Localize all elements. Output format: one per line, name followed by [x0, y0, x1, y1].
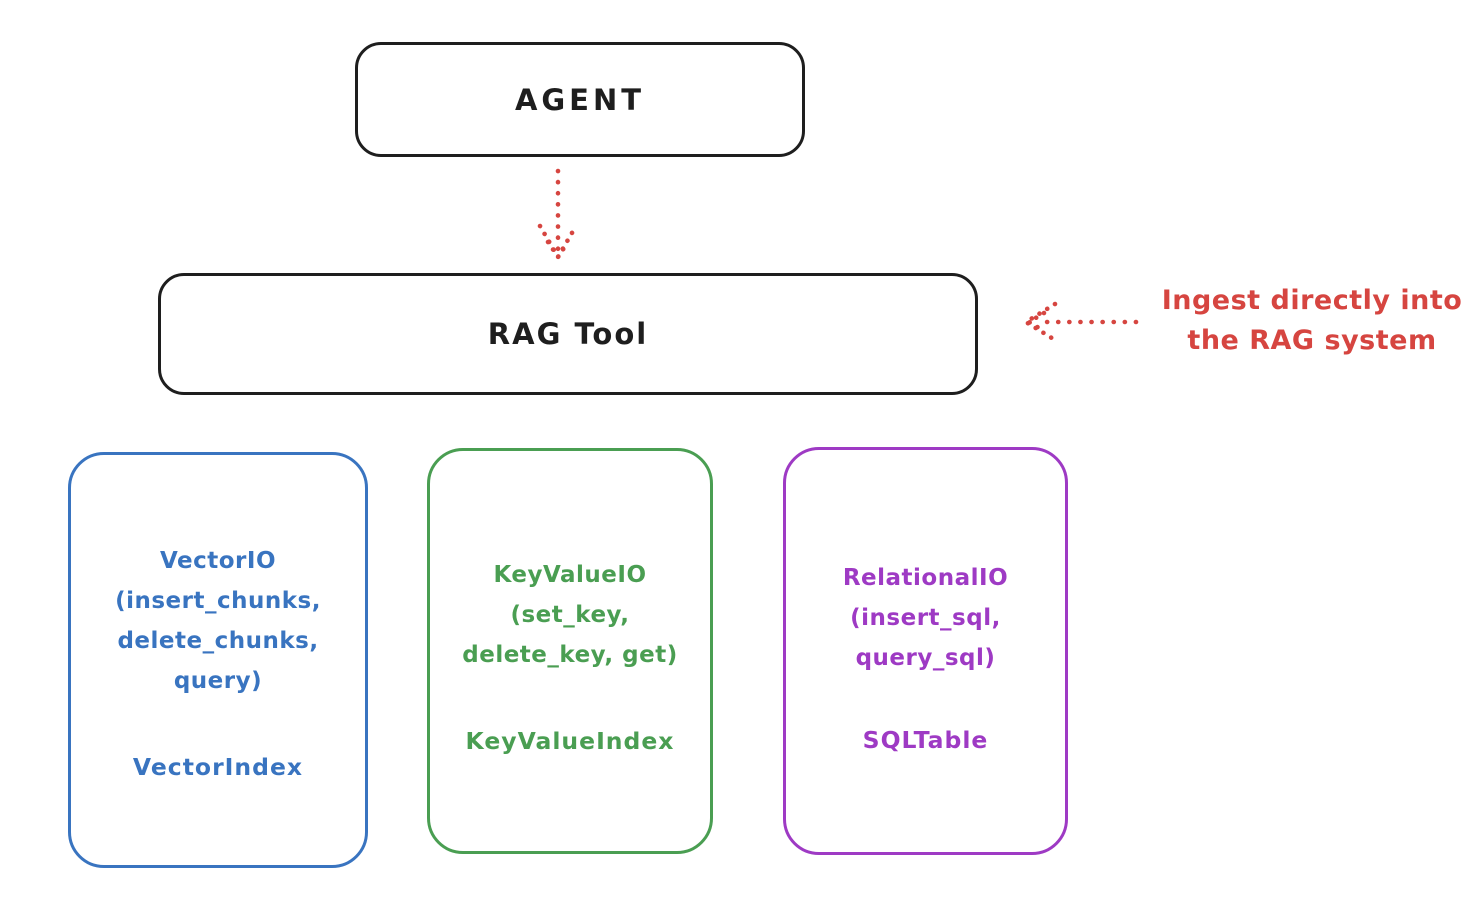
vector-index-label: VectorIndex	[132, 753, 304, 781]
key-value-index-label: KeyValueIndex	[465, 727, 675, 755]
sql-table-label: SQLTable	[862, 726, 989, 754]
relational-io-box: RelationalIO (insert_sql, query_sql) SQL…	[783, 447, 1068, 855]
key-value-io-title-line: delete_key, get)	[462, 642, 678, 668]
agent-node: AGENT	[355, 42, 805, 157]
relational-io-title-line: RelationalIO	[842, 565, 1009, 591]
vector-io-box: VectorIO (insert_chunks, delete_chunks, …	[68, 452, 368, 868]
vector-io-title-line: VectorIO	[159, 548, 277, 574]
vector-io-title-line: (insert_chunks,	[115, 588, 321, 614]
rag-tool-node: RAG Tool	[158, 273, 978, 395]
agent-to-ragtool-arrowhead-icon	[537, 223, 579, 260]
ingest-annotation: Ingest directly into the RAG system	[1140, 281, 1484, 361]
vector-io-title: VectorIO (insert_chunks, delete_chunks, …	[71, 541, 365, 701]
key-value-io-title-line: KeyValueIO	[493, 562, 647, 588]
rag-tool-label: RAG Tool	[487, 317, 649, 351]
ingest-arrowhead-inner-icon	[1026, 310, 1047, 334]
relational-io-title: RelationalIO (insert_sql, query_sql)	[786, 558, 1065, 678]
ingest-arrowhead-icon	[1023, 301, 1058, 343]
ingest-annotation-line1: Ingest directly into	[1161, 285, 1463, 316]
key-value-io-title-line: (set_key,	[510, 602, 630, 628]
vector-io-title-line: delete_chunks,	[117, 628, 319, 654]
ingest-annotation-line2: the RAG system	[1187, 325, 1437, 356]
relational-io-title-line: (insert_sql,	[850, 605, 1001, 631]
relational-io-title-line: query_sql)	[855, 645, 996, 671]
key-value-io-title: KeyValueIO (set_key, delete_key, get)	[430, 555, 710, 675]
agent-to-ragtool-arrowhead-inner-icon	[545, 239, 571, 260]
ingest-arrow	[1023, 301, 1139, 343]
vector-io-title-line: query)	[173, 668, 263, 694]
agent-label: AGENT	[514, 82, 646, 117]
agent-to-ragtool-arrow	[537, 168, 579, 260]
key-value-io-box: KeyValueIO (set_key, delete_key, get) Ke…	[427, 448, 713, 854]
